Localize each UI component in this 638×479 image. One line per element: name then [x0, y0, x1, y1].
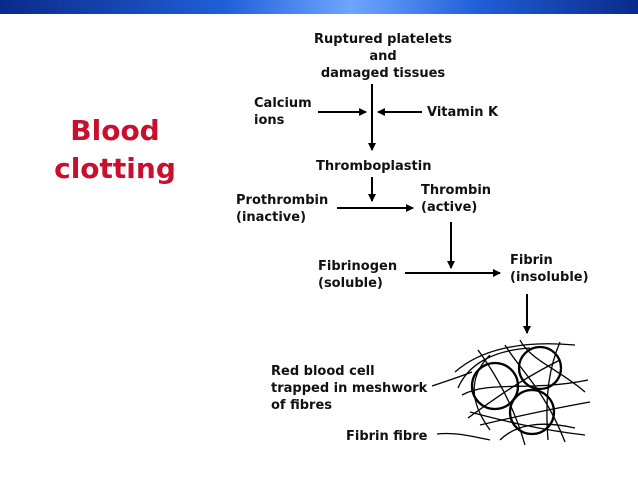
- leader-fibrin-fibre: [436, 432, 491, 441]
- label-and: and: [369, 49, 396, 64]
- label-fibrinogen-soluble: (soluble): [318, 276, 383, 291]
- title-line-2: clotting: [54, 152, 176, 185]
- label-fibrin: Fibrin: [510, 253, 553, 268]
- label-ions: ions: [254, 113, 285, 128]
- label-red-blood-cell: Red blood cell: [271, 364, 375, 379]
- leader-red-blood-cell: [431, 371, 473, 387]
- label-prothrombin-inactive: (inactive): [236, 210, 306, 225]
- label-trapped-meshwork: trapped in meshwork: [271, 381, 428, 396]
- label-fibrinogen: Fibrinogen: [318, 259, 397, 274]
- fibrin-mesh: [454, 339, 591, 446]
- title-line-1: Blood: [70, 114, 160, 147]
- top-accent-bar: [0, 0, 638, 14]
- label-fibrin-fibre: Fibrin fibre: [346, 429, 428, 444]
- label-thrombin-active: (active): [421, 200, 477, 215]
- label-calcium: Calcium: [254, 96, 312, 111]
- label-fibrin-insoluble: (insoluble): [510, 270, 589, 285]
- label-vitamin-k: Vitamin K: [427, 105, 499, 120]
- label-prothrombin: Prothrombin: [236, 193, 328, 208]
- label-thrombin: Thrombin: [421, 183, 491, 198]
- label-ruptured-platelets: Ruptured platelets: [314, 32, 452, 47]
- label-thromboplastin: Thromboplastin: [316, 159, 431, 174]
- slide-title: Blood clotting: [40, 112, 190, 188]
- label-damaged-tissues: damaged tissues: [321, 66, 446, 81]
- clot-illustration: [454, 339, 591, 446]
- red-blood-cell-3: [508, 388, 556, 436]
- red-blood-cell-2: [517, 345, 563, 391]
- label-of-fibres: of fibres: [271, 398, 332, 413]
